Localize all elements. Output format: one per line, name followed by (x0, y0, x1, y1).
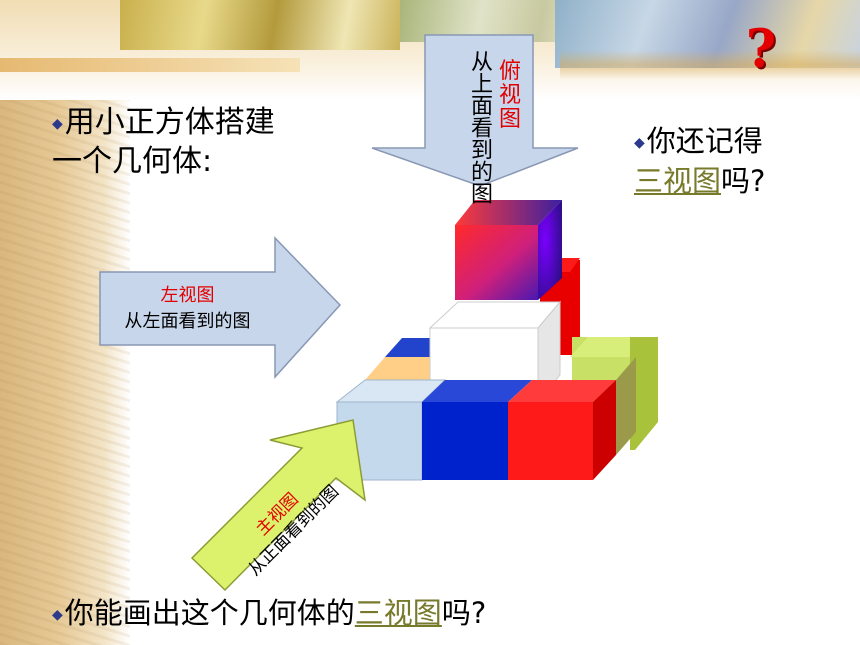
bottom-question: ◆你能画出这个几何体的三视图吗? (52, 594, 486, 634)
header-wheat (560, 50, 860, 80)
bottom-prefix: 你能画出这个几何体的 (64, 596, 355, 630)
cube-front-red (508, 380, 616, 480)
remember-suffix: 吗? (721, 164, 766, 198)
top-view-arrow (371, 34, 579, 187)
cube-right-olive (616, 357, 636, 455)
header-stripe (0, 58, 300, 72)
remember-text: ◆你还记得 三视图吗? (634, 122, 765, 200)
left-view-title: 左视图 (160, 285, 215, 306)
cube-top-gradient (455, 200, 562, 300)
intro-line2: 一个几何体: (52, 143, 213, 179)
left-view-desc: 从左面看到的图 (124, 311, 251, 332)
cube-back-left (365, 338, 430, 380)
top-view-title: 俯视图 (498, 59, 521, 132)
bullet-icon: ◆ (52, 115, 63, 132)
top-view-desc: 从上面看到的图 (467, 50, 492, 204)
left-view-label: 左视图 从左面看到的图 (100, 283, 275, 335)
intro-line1: 用小正方体搭建 (64, 105, 275, 140)
cube-front-blue (422, 380, 532, 480)
top-view-label: 俯视图 从上面看到的图 (428, 50, 528, 204)
remember-line1: 你还记得 (646, 124, 763, 158)
bullet-icon: ◆ (52, 607, 63, 623)
front-view-arrow (190, 419, 367, 592)
header-photo-flowers (120, 0, 400, 50)
bottom-suffix: 吗? (441, 596, 487, 630)
three-views-link-bottom[interactable]: 三视图 (354, 596, 442, 630)
question-mark-icon: ? (745, 19, 777, 80)
left-view-arrow (99, 236, 342, 379)
bullet-icon: ◆ (634, 135, 645, 151)
three-views-link[interactable]: 三视图 (634, 164, 722, 198)
intro-text: ◆用小正方体搭建 一个几何体: (52, 104, 275, 181)
